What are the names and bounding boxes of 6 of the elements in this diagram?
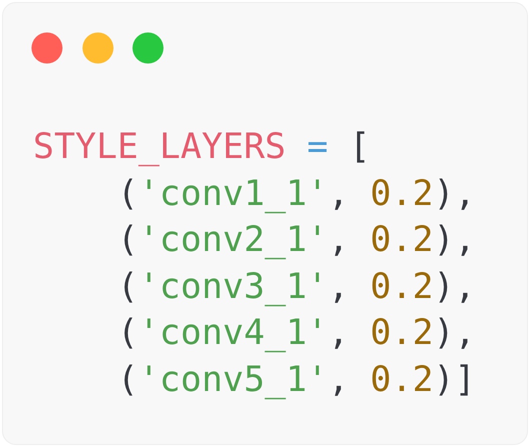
code-line: ('conv5_1', 0.2)] <box>116 360 476 400</box>
code-line: ('conv3_1', 0.2), <box>116 266 476 307</box>
code-line: ('conv2_1', 0.2), <box>116 220 476 260</box>
code-line: STYLE_LAYERS = [ <box>33 127 370 167</box>
code-line: ('conv4_1', 0.2), <box>116 313 476 354</box>
code-line: ('conv1_1', 0.2), <box>116 174 476 214</box>
